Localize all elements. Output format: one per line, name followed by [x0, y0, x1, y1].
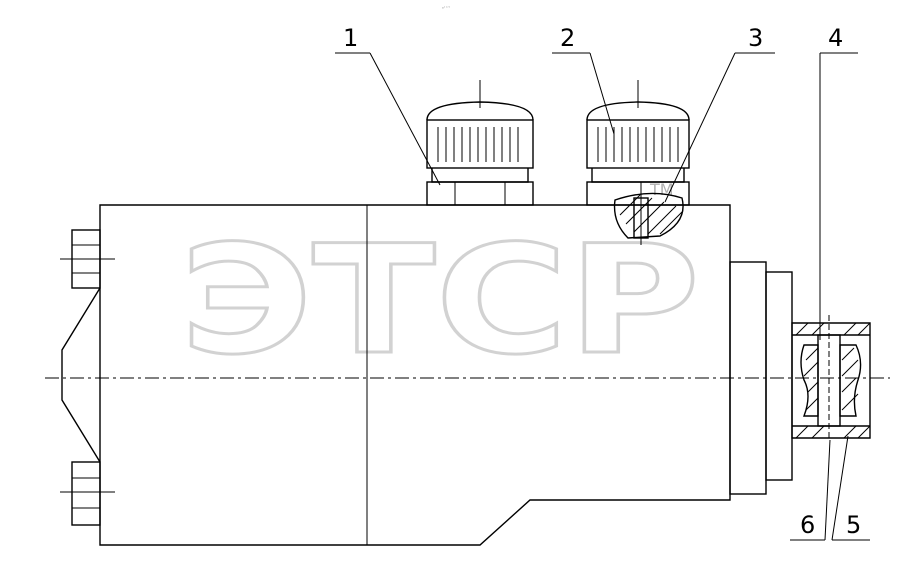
knob-2-section [613, 182, 684, 245]
watermark: ЭТСР TM [179, 180, 702, 390]
callout-6: 6 [800, 511, 815, 539]
callout-1: 1 [343, 24, 358, 52]
watermark-text: ЭТСР [180, 214, 700, 388]
watermark-tm: TM [649, 180, 674, 199]
callout-3: 3 [748, 24, 763, 52]
main-housing [99, 204, 731, 546]
knob-1 [426, 80, 534, 206]
left-bottom-nut [60, 461, 115, 526]
leader-lines [335, 52, 870, 541]
left-end-cap [61, 287, 101, 463]
knob-2 [586, 80, 690, 206]
left-top-nut [60, 229, 115, 289]
shaft-section [791, 315, 871, 440]
callout-5: 5 [846, 511, 861, 539]
callout-4: 4 [828, 24, 843, 52]
callout-2: 2 [560, 24, 575, 52]
header-tiny-text: ⁰’ ’’’ [442, 6, 450, 11]
